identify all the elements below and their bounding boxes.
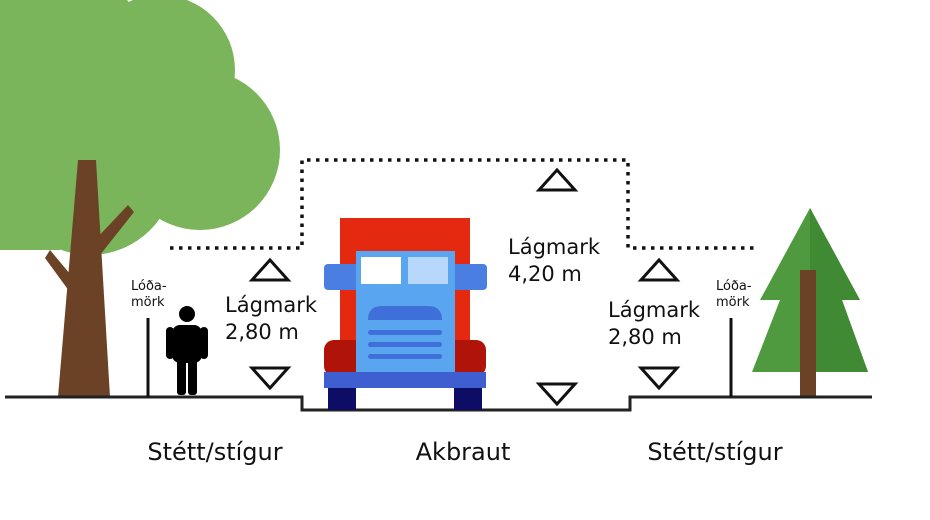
right-boundary-label-line2: mörk <box>716 295 750 310</box>
clearance-envelope-line <box>170 158 756 250</box>
left-boundary-label-line2: mörk <box>131 295 165 310</box>
left-clearance-down-arrow-icon <box>248 366 292 391</box>
deciduous-tree-icon <box>0 0 280 397</box>
left-clearance-up-arrow-icon <box>248 257 292 282</box>
right-clearance-value: 2,80 m <box>608 325 682 349</box>
left-clearance-value: 2,80 m <box>225 320 299 344</box>
truck-icon <box>324 218 487 410</box>
center-clearance-value: 4,20 m <box>508 262 582 286</box>
center-clearance-title: Lágmark <box>508 235 601 259</box>
left-boundary-label-line1: Lóða- <box>131 279 167 294</box>
right-clearance-up-arrow-icon <box>637 257 681 282</box>
pine-tree-icon <box>752 208 868 397</box>
center-clearance-up-arrow-icon <box>535 167 579 192</box>
right-boundary-label-line1: Lóða- <box>716 279 752 294</box>
left-zone-label: Stétt/stígur <box>147 438 282 466</box>
right-zone-label: Stétt/stígur <box>647 438 782 466</box>
ground-profile-line <box>5 395 872 412</box>
right-clearance-title: Lágmark <box>608 298 701 322</box>
center-zone-label: Akbraut <box>416 438 511 466</box>
center-clearance-down-arrow-icon <box>535 382 579 407</box>
pedestrian-icon <box>166 306 208 395</box>
left-clearance-title: Lágmark <box>225 293 318 317</box>
right-clearance-down-arrow-icon <box>637 366 681 391</box>
